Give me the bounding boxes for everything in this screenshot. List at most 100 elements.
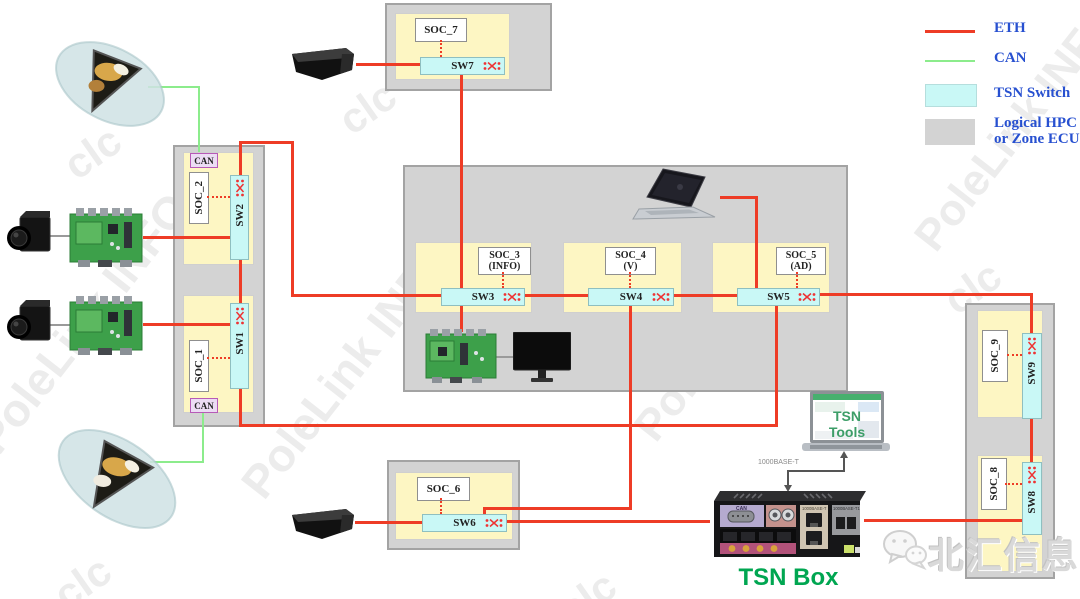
can-link-headlight-top-down (198, 86, 200, 152)
eth-link-into-sw3 (291, 294, 441, 297)
legend-tsn-switch-swatch (925, 84, 977, 107)
pcb2-image (68, 296, 144, 361)
tools-link-h (787, 470, 845, 472)
sw1-label: SW1 (233, 332, 246, 355)
switch-crossbar-icon (485, 518, 503, 531)
tsn-tools-laptop: TSN Tools (800, 391, 892, 462)
camera2-image (6, 300, 52, 357)
can-badge-bottom: CAN (190, 398, 218, 413)
sw2-switch: SW2 (230, 175, 249, 260)
lidar-bottom-image (286, 503, 358, 548)
can-badge-top-label: CAN (194, 155, 214, 166)
eth-link-into-sw9 (1030, 293, 1033, 333)
tools-link-v2 (787, 470, 789, 486)
soc1-label: SOC_1 (192, 349, 205, 383)
pcb-monitor-link (496, 356, 515, 358)
sw8-switch: SW8 (1022, 462, 1042, 535)
soc9-sw9-link (1007, 354, 1022, 356)
eth-link-sw2-up (239, 141, 242, 175)
legend-tsn-switch-label: TSN Switch (994, 85, 1071, 101)
eth-link-sw2-sw1 (239, 258, 242, 303)
eth-link-sw5-sw9 (818, 293, 1033, 296)
headlight-top-image (35, 22, 185, 152)
can-link-headlight-bottom (150, 461, 204, 463)
legend-hpc-swatch (925, 119, 975, 145)
legend-eth-label: ETH (994, 20, 1026, 36)
soc4-label: SOC_4 (615, 249, 646, 261)
eth-link-sw4-down (629, 305, 632, 510)
sw3-switch: SW3 (441, 288, 525, 306)
soc9-box: SOC_9 (982, 330, 1008, 382)
soc3-box: SOC_3(INFO) (478, 247, 531, 275)
legend-hpc-line2: or Zone ECU (994, 130, 1080, 147)
eth-link-sw2-east (239, 141, 294, 144)
eth-link-sw7-sw3 (460, 73, 463, 288)
pcb1-image (68, 208, 144, 273)
switch-crossbar-icon (1027, 337, 1037, 358)
soc2-label: SOC_2 (192, 181, 205, 215)
soc6-box: SOC_6 (417, 477, 470, 501)
watermark-clc: clc (45, 546, 120, 599)
tsn-box-device: CAN 1000BASE-T 1000BASE-T1 (708, 489, 866, 567)
sw7-label: SW7 (451, 60, 474, 72)
soc5-box: SOC_5(AD) (776, 247, 826, 275)
camera1-pcb1-link (48, 235, 70, 237)
camera1-image (6, 211, 52, 268)
switch-crossbar-icon (503, 292, 521, 305)
sw4-switch: SW4 (588, 288, 674, 306)
tools-link-arrow-down (784, 485, 792, 492)
can-badge-bottom-label: CAN (194, 400, 214, 411)
soc9-label: SOC_9 (988, 339, 1001, 373)
can-link-headlight-bottom-down (202, 411, 204, 463)
eth-link-sw4-sw5 (672, 294, 737, 297)
tools-link-v1 (843, 457, 845, 471)
sw6-switch: SW6 (422, 514, 507, 532)
brand-logo-text: 北汇信息 (928, 535, 1080, 576)
soc3-sw3-link (502, 272, 504, 288)
sw9-label: SW9 (1026, 362, 1038, 385)
eth-link-pcb1-sw2 (143, 236, 230, 239)
wechat-logo-icon (880, 527, 928, 576)
eth-link-into-sw6-top (483, 507, 486, 516)
sw5-switch: SW5 (737, 288, 820, 306)
sw7-switch: SW7 (420, 57, 505, 75)
soc4-sublabel: (V) (623, 261, 638, 272)
tsn-box-label: TSN Box (738, 564, 839, 591)
watermark-clc: clc (550, 561, 625, 599)
soc5-sw5-link (796, 272, 798, 288)
soc2-sw2-link (207, 196, 230, 198)
legend-hpc-label: Logical HPC or Zone ECU (994, 115, 1080, 148)
can-link-headlight-top (148, 86, 200, 88)
sw1-switch: SW1 (230, 303, 249, 389)
tools-link-arrow-up (840, 451, 848, 458)
soc8-sw8-link (1005, 483, 1022, 485)
legend-eth-line (925, 30, 975, 33)
tools-link-label: 1000BASE-T (758, 459, 799, 466)
sw4-label: SW4 (619, 291, 643, 303)
switch-crossbar-icon (798, 292, 816, 305)
legend-can-line (925, 60, 975, 62)
eth-link-sw1-sw5-bus (239, 424, 778, 427)
eth-link-lidar-sw6 (355, 521, 422, 524)
soc5-label: SOC_5 (785, 249, 817, 261)
legend-can-label: CAN (994, 50, 1027, 66)
sw6-label: SW6 (453, 517, 476, 529)
soc6-sw6-link (440, 498, 442, 514)
switch-crossbar-icon (1027, 466, 1037, 487)
eth-link-sw3-sw4 (523, 294, 588, 297)
dev-board-image (424, 329, 498, 388)
sw2-label: SW2 (233, 204, 246, 227)
soc8-label: SOC_8 (987, 467, 1000, 501)
monitor-image (512, 331, 572, 390)
legend-hpc-line1: Logical HPC (994, 115, 1077, 131)
lidar-top-image (286, 40, 358, 91)
switch-crossbar-icon (483, 61, 501, 74)
switch-crossbar-icon (235, 179, 245, 200)
eth-link-sw3-pcb (460, 305, 463, 332)
eth-link-pcb2-sw1 (143, 323, 230, 326)
sw8-label: SW8 (1026, 491, 1038, 514)
switch-crossbar-icon (235, 307, 245, 328)
soc8-box: SOC_8 (981, 458, 1007, 510)
sw3-label: SW3 (471, 291, 495, 303)
tsn-box-panel-can-label: CAN (736, 506, 747, 512)
